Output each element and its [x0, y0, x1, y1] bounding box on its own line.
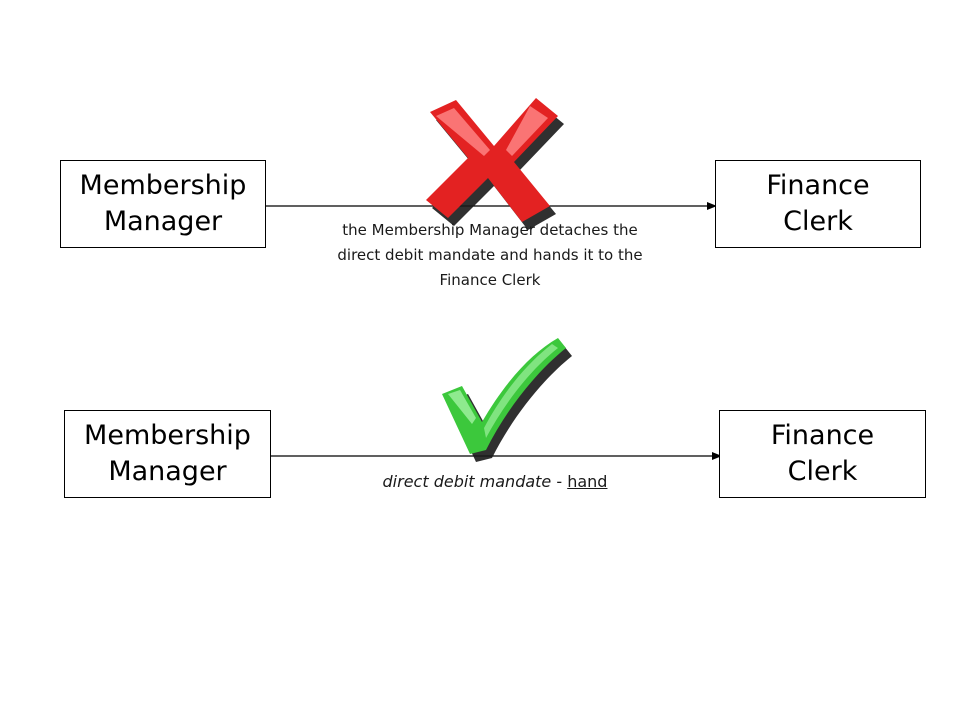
correct-source-line2: Manager	[108, 456, 227, 487]
incorrect-source-line1: Membership	[79, 170, 247, 201]
incorrect-caption-line1: the Membership Manager detaches the	[342, 221, 638, 239]
correct-flow-caption: direct debit mandate - hand	[300, 469, 690, 494]
correct-source-box: Membership Manager	[64, 410, 271, 498]
incorrect-source-box: Membership Manager	[60, 160, 266, 248]
correct-caption-verb: hand	[567, 472, 608, 491]
correct-caption-separator: -	[551, 472, 568, 491]
correct-target-line1: Finance	[770, 420, 875, 451]
incorrect-target-box: Finance Clerk	[715, 160, 921, 248]
incorrect-flow-caption: the Membership Manager detaches the dire…	[280, 218, 700, 293]
incorrect-target-line1: Finance	[766, 170, 870, 201]
correct-target-box: Finance Clerk	[719, 410, 926, 498]
incorrect-caption-line2: direct debit mandate and hands it to the	[337, 246, 643, 264]
correct-caption-term: direct debit mandate	[382, 472, 552, 491]
correct-target-line2: Clerk	[787, 456, 858, 487]
incorrect-source-line2: Manager	[103, 206, 223, 237]
incorrect-target-line2: Clerk	[783, 206, 853, 237]
incorrect-caption-line3: Finance Clerk	[439, 271, 541, 289]
correct-source-line1: Membership	[84, 420, 251, 451]
